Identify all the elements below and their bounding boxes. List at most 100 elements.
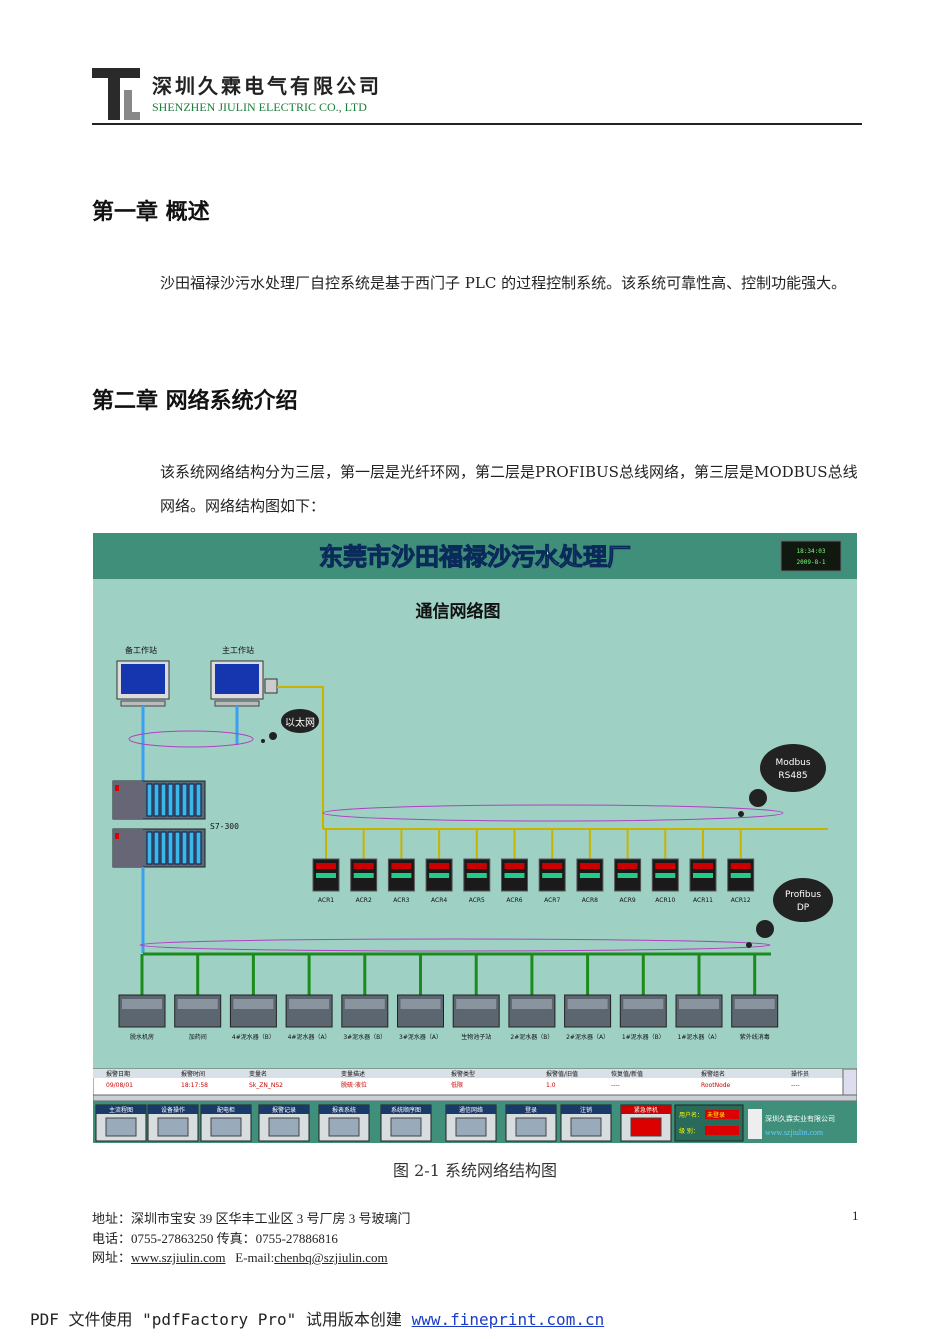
modbus-label-2: RS485 xyxy=(778,771,807,781)
chapter2-paragraph: 该系统网络结构分为三层，第一层是光纤环网，第二层是PROFIBUS总线网络，第三… xyxy=(160,463,858,515)
email-label: E-mail: xyxy=(235,1250,275,1265)
nav-button-icon xyxy=(157,1117,189,1137)
nav-button-label: 登录 xyxy=(525,1106,537,1114)
nav-button[interactable]: 主流程图 xyxy=(95,1104,147,1142)
footer-logo xyxy=(748,1109,762,1139)
rack-slot xyxy=(167,783,174,817)
acr-label: ACR4 xyxy=(431,897,447,904)
nav-button[interactable]: 报表系统 xyxy=(318,1104,370,1142)
alarm-row-cell: 18:17:58 xyxy=(181,1082,208,1089)
main-workstation-icon xyxy=(210,660,278,707)
ethernet-bubble xyxy=(281,709,319,733)
page-number: 1 xyxy=(852,1208,859,1223)
station-label: 1#泥水器（B） xyxy=(622,1033,665,1041)
pdf-notice-text: PDF 文件使用 "pdfFactory Pro" 试用版本创建 xyxy=(30,1310,412,1329)
alarm-header-cell: 报警时间 xyxy=(181,1070,205,1078)
nav-button-label: 注销 xyxy=(580,1106,592,1114)
email-link[interactable]: chenbq@szjiulin.com xyxy=(274,1250,388,1265)
acr-meter-display xyxy=(466,873,487,878)
nav-button-label: 报警记录 xyxy=(272,1106,296,1114)
nav-button-icon xyxy=(105,1117,137,1137)
acr-meter-display xyxy=(579,863,600,869)
rack-slot xyxy=(181,783,188,817)
alarm-row-cell: ---- xyxy=(791,1082,800,1089)
nav-button-header xyxy=(561,1105,611,1114)
nav-button-header xyxy=(201,1105,251,1114)
pdf-notice-link[interactable]: www.fineprint.com.cn xyxy=(411,1310,605,1329)
nav-button-icon xyxy=(515,1117,547,1137)
nav-button-label: 紧急停机 xyxy=(634,1106,658,1114)
clock-date: 2009-8-1 xyxy=(797,559,826,566)
profibus-label-2: DP xyxy=(797,903,810,913)
acr-label: ACR3 xyxy=(393,897,409,904)
rack-slot xyxy=(174,783,181,817)
clock-time: 18:34:03 xyxy=(797,548,826,555)
nav-button-label: 配电柜 xyxy=(217,1106,235,1114)
nav-button[interactable]: 注销 xyxy=(560,1104,612,1142)
acr-label: ACR2 xyxy=(356,897,372,904)
nav-button-icon xyxy=(210,1117,242,1137)
plc-label: S7-300 xyxy=(210,822,239,831)
acr-meter-display xyxy=(730,863,751,869)
plc-station-panel xyxy=(734,999,775,1009)
web-label: 网址： xyxy=(92,1250,132,1265)
plc-station-panel xyxy=(623,999,664,1009)
nav-button[interactable]: 通信网络 xyxy=(445,1104,497,1142)
rack-slot xyxy=(153,831,160,865)
acr-meter-display xyxy=(504,863,525,869)
nav-button-label: 主流程图 xyxy=(109,1106,133,1114)
footer-web: 网址：www.szjiulin.com E-mail:chenbq@szjiul… xyxy=(92,1247,388,1266)
user-label: 用户名： xyxy=(679,1111,703,1119)
chapter1-title: 第一章 概述 xyxy=(92,200,210,225)
acr-meter-display xyxy=(391,863,412,869)
nav-button-icon xyxy=(328,1117,360,1137)
station-label: 4#泥水器（A） xyxy=(288,1033,331,1041)
rack-slot xyxy=(188,831,195,865)
rack-slot xyxy=(195,783,202,817)
nav-button-header xyxy=(506,1105,556,1114)
rack-slot xyxy=(195,831,202,865)
figure-caption: 图 2-1 系统网络结构图 xyxy=(393,1161,557,1180)
nav-button[interactable]: 配电柜 xyxy=(200,1104,252,1142)
alarm-header-cell: 报警值/旧值 xyxy=(546,1070,578,1078)
plc-station-panel xyxy=(567,999,608,1009)
station-label: 4#泥水器（B） xyxy=(232,1033,275,1041)
plc-station-panel xyxy=(400,999,441,1009)
nav-button[interactable]: 系统顺序图 xyxy=(380,1104,432,1142)
station-label: 1#泥水器（A） xyxy=(678,1033,721,1041)
banner-bg xyxy=(93,533,857,579)
company-name-cn: 深圳久霖电气有限公司 xyxy=(152,74,382,98)
network-diagram-figure: 东莞市沙田福禄沙污水处理厂 18:34:03 2009-8-1 通信网络图 备工… xyxy=(93,533,857,1143)
acr-label: ACR10 xyxy=(655,897,675,904)
clock-box xyxy=(780,540,842,572)
nav-button-icon xyxy=(455,1117,487,1137)
level-label: 级 别： xyxy=(679,1127,699,1135)
acr-meter-display xyxy=(542,863,563,869)
rack-slot xyxy=(153,783,160,817)
acr-meter-display xyxy=(429,873,450,878)
alarm-header-cell: 报警类型 xyxy=(451,1070,475,1078)
modbus-bubble xyxy=(760,744,826,792)
nav-button-icon xyxy=(630,1117,662,1137)
nav-button[interactable]: 登录 xyxy=(505,1104,557,1142)
nav-button[interactable]: 报警记录 xyxy=(258,1104,310,1142)
nav-button-label: 设备操作 xyxy=(161,1106,185,1114)
plc-station-panel xyxy=(289,999,330,1009)
alarm-row-cell: 脱硫·液位 xyxy=(341,1081,367,1089)
acr-label: ACR1 xyxy=(318,897,334,904)
nav-button[interactable]: 紧急停机 xyxy=(620,1104,672,1142)
station-label: 加药间 xyxy=(189,1033,207,1041)
station-label: 脱水机房 xyxy=(130,1033,154,1041)
station-label: 3#泥水器（A） xyxy=(399,1033,442,1041)
web-link[interactable]: www.szjiulin.com xyxy=(131,1250,226,1265)
rack-slot xyxy=(146,783,153,817)
acr-meter-display xyxy=(579,873,600,878)
main-station-label: 主工作站 xyxy=(222,645,254,655)
alarm-header-cell: 操作员 xyxy=(791,1070,809,1078)
alarm-header-cell: 变量名 xyxy=(249,1070,267,1078)
profibus-bubble xyxy=(773,878,833,922)
nav-button[interactable]: 设备操作 xyxy=(147,1104,199,1142)
user-value: 未登录 xyxy=(707,1111,725,1119)
acr-meter-display xyxy=(655,873,676,878)
nav-button-header xyxy=(259,1105,309,1114)
